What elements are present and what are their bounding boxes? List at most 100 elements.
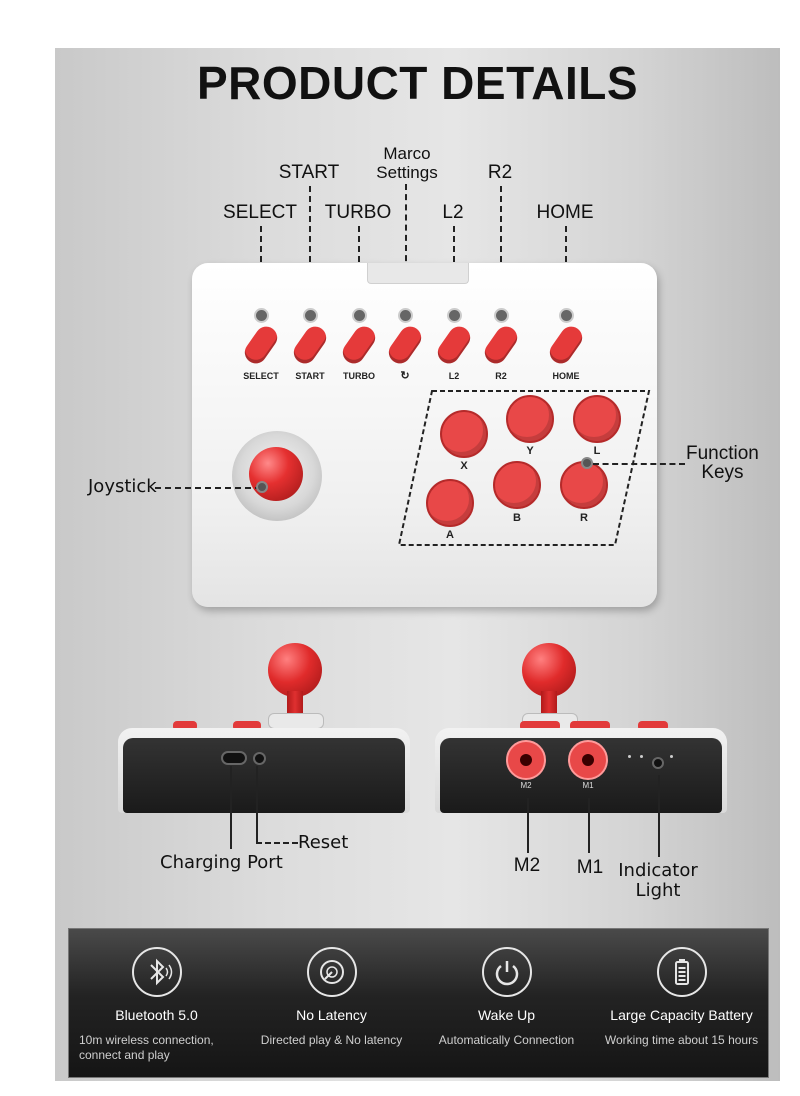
- leader-r2: [500, 186, 502, 312]
- m2-button-label: M2: [520, 781, 532, 790]
- macro-button[interactable]: [384, 322, 426, 368]
- indicator-dot-turbo: [352, 308, 367, 323]
- callout-function-keys: Function Keys: [686, 444, 759, 482]
- m1-button-label: M1: [582, 781, 594, 790]
- leader-charging-port: [230, 766, 232, 849]
- controller-side-view-left: [113, 643, 413, 818]
- callout-indicator-light: Indicator Light: [618, 861, 698, 901]
- m1-button[interactable]: [568, 740, 608, 780]
- a-button[interactable]: [426, 479, 474, 527]
- indicator-dot-home: [559, 308, 574, 323]
- b-button[interactable]: [493, 461, 541, 509]
- page-title: PRODUCT DETAILS: [196, 57, 639, 109]
- leader-joystick: [155, 487, 261, 489]
- y-button[interactable]: [506, 395, 554, 443]
- indicator-dot-select: [254, 308, 269, 323]
- home-button[interactable]: [545, 322, 587, 368]
- feature-desc: 10m wireless connection, connect and pla…: [79, 1033, 214, 1062]
- battery-icon: [656, 947, 707, 997]
- indicator-dot-r2: [494, 308, 509, 323]
- a-label: A: [446, 529, 454, 541]
- leader-start: [309, 186, 311, 312]
- reset-hole[interactable]: [253, 752, 266, 765]
- indicator-dot-macro: [398, 308, 413, 323]
- m2-button[interactable]: [506, 740, 546, 780]
- callout-function-line1: Function: [686, 443, 759, 464]
- callout-reset: Reset: [298, 832, 349, 853]
- side-panel-left: [123, 738, 405, 813]
- callout-l2: L2: [442, 202, 464, 223]
- feature-title: Bluetooth 5.0: [115, 1007, 198, 1023]
- callout-m1: M1: [576, 857, 604, 878]
- r2-label: R2: [495, 371, 507, 381]
- r-label: R: [580, 512, 588, 524]
- callout-m2: M2: [513, 855, 541, 876]
- console-handle: [367, 263, 469, 284]
- callout-function-line2: Keys: [701, 462, 744, 483]
- indicator-led-dot: [628, 755, 631, 758]
- function-keys-pointer-dot: [581, 457, 593, 469]
- feature-desc: Directed play & No latency: [260, 1033, 403, 1047]
- macro-icon-label: ↻: [400, 370, 410, 382]
- l-label: L: [593, 445, 601, 457]
- l2-label: L2: [448, 371, 460, 381]
- callout-indicator-line1: Indicator: [618, 860, 698, 881]
- joystick-ball[interactable]: [249, 447, 303, 501]
- indicator-dot-l2: [447, 308, 462, 323]
- r2-button[interactable]: [480, 322, 522, 368]
- indicator-led-dot: [670, 755, 673, 758]
- callout-macro-settings: Marco Settings: [376, 144, 437, 182]
- select-label: SELECT: [243, 371, 279, 381]
- charging-port: [221, 751, 247, 765]
- side-button-cap: [233, 721, 261, 731]
- callout-charging-port: Charging Port: [160, 852, 283, 873]
- bluetooth-icon: [131, 947, 182, 997]
- side-button-cap: [520, 721, 560, 731]
- turbo-label: TURBO: [343, 371, 375, 381]
- leader-m2: [527, 798, 529, 853]
- b-label: B: [513, 512, 521, 524]
- feature-desc: Automatically Connection: [438, 1033, 575, 1047]
- y-label: Y: [526, 445, 534, 457]
- controller-side-view-right: M2 M1: [430, 643, 730, 818]
- feature-bluetooth: Bluetooth 5.0 10m wireless connection, c…: [69, 929, 244, 1079]
- feature-battery: Large Capacity Battery Working time abou…: [594, 929, 769, 1079]
- start-button[interactable]: [289, 322, 331, 368]
- feature-title: Large Capacity Battery: [610, 1007, 753, 1023]
- feature-desc: Working time about 15 hours: [604, 1033, 759, 1047]
- leader-indicator-light: [658, 775, 660, 857]
- leader-reset-vertical: [256, 766, 258, 842]
- turbo-button[interactable]: [338, 322, 380, 368]
- feature-latency: No Latency Directed play & No latency: [244, 929, 419, 1079]
- start-label: START: [295, 371, 325, 381]
- indicator-light: [652, 757, 664, 769]
- callout-r2: R2: [487, 162, 513, 183]
- l2-button[interactable]: [433, 322, 475, 368]
- callout-indicator-line2: Light: [635, 880, 681, 901]
- side-joystick-collar-left: [268, 713, 324, 729]
- callout-home: HOME: [536, 202, 594, 223]
- joystick-pointer-dot: [256, 481, 268, 493]
- l-button[interactable]: [573, 395, 621, 443]
- callout-select: SELECT: [223, 202, 297, 223]
- callout-turbo: TURBO: [324, 202, 392, 223]
- side-button-cap: [173, 721, 197, 731]
- side-button-cap: [638, 721, 668, 731]
- feature-wake-up: Wake Up Automatically Connection: [419, 929, 594, 1079]
- side-joystick-ball-right: [522, 643, 576, 697]
- x-button[interactable]: [440, 410, 488, 458]
- side-button-cap: [570, 721, 610, 731]
- feature-title: No Latency: [296, 1007, 367, 1023]
- product-panel: PRODUCT DETAILS SELECT START TURBO Marco…: [55, 48, 780, 1081]
- leader-reset-horizontal: [256, 842, 298, 844]
- function-keys-outline: [397, 390, 651, 546]
- select-button[interactable]: [240, 322, 282, 368]
- feature-bar: Bluetooth 5.0 10m wireless connection, c…: [68, 928, 769, 1078]
- power-icon: [481, 947, 532, 997]
- callout-macro-line1: Marco: [383, 144, 431, 163]
- feature-title: Wake Up: [477, 1007, 536, 1023]
- side-joystick-ball-left: [268, 643, 322, 697]
- indicator-led-dot: [640, 755, 643, 758]
- r-button[interactable]: [560, 461, 608, 509]
- leader-m1: [588, 798, 590, 853]
